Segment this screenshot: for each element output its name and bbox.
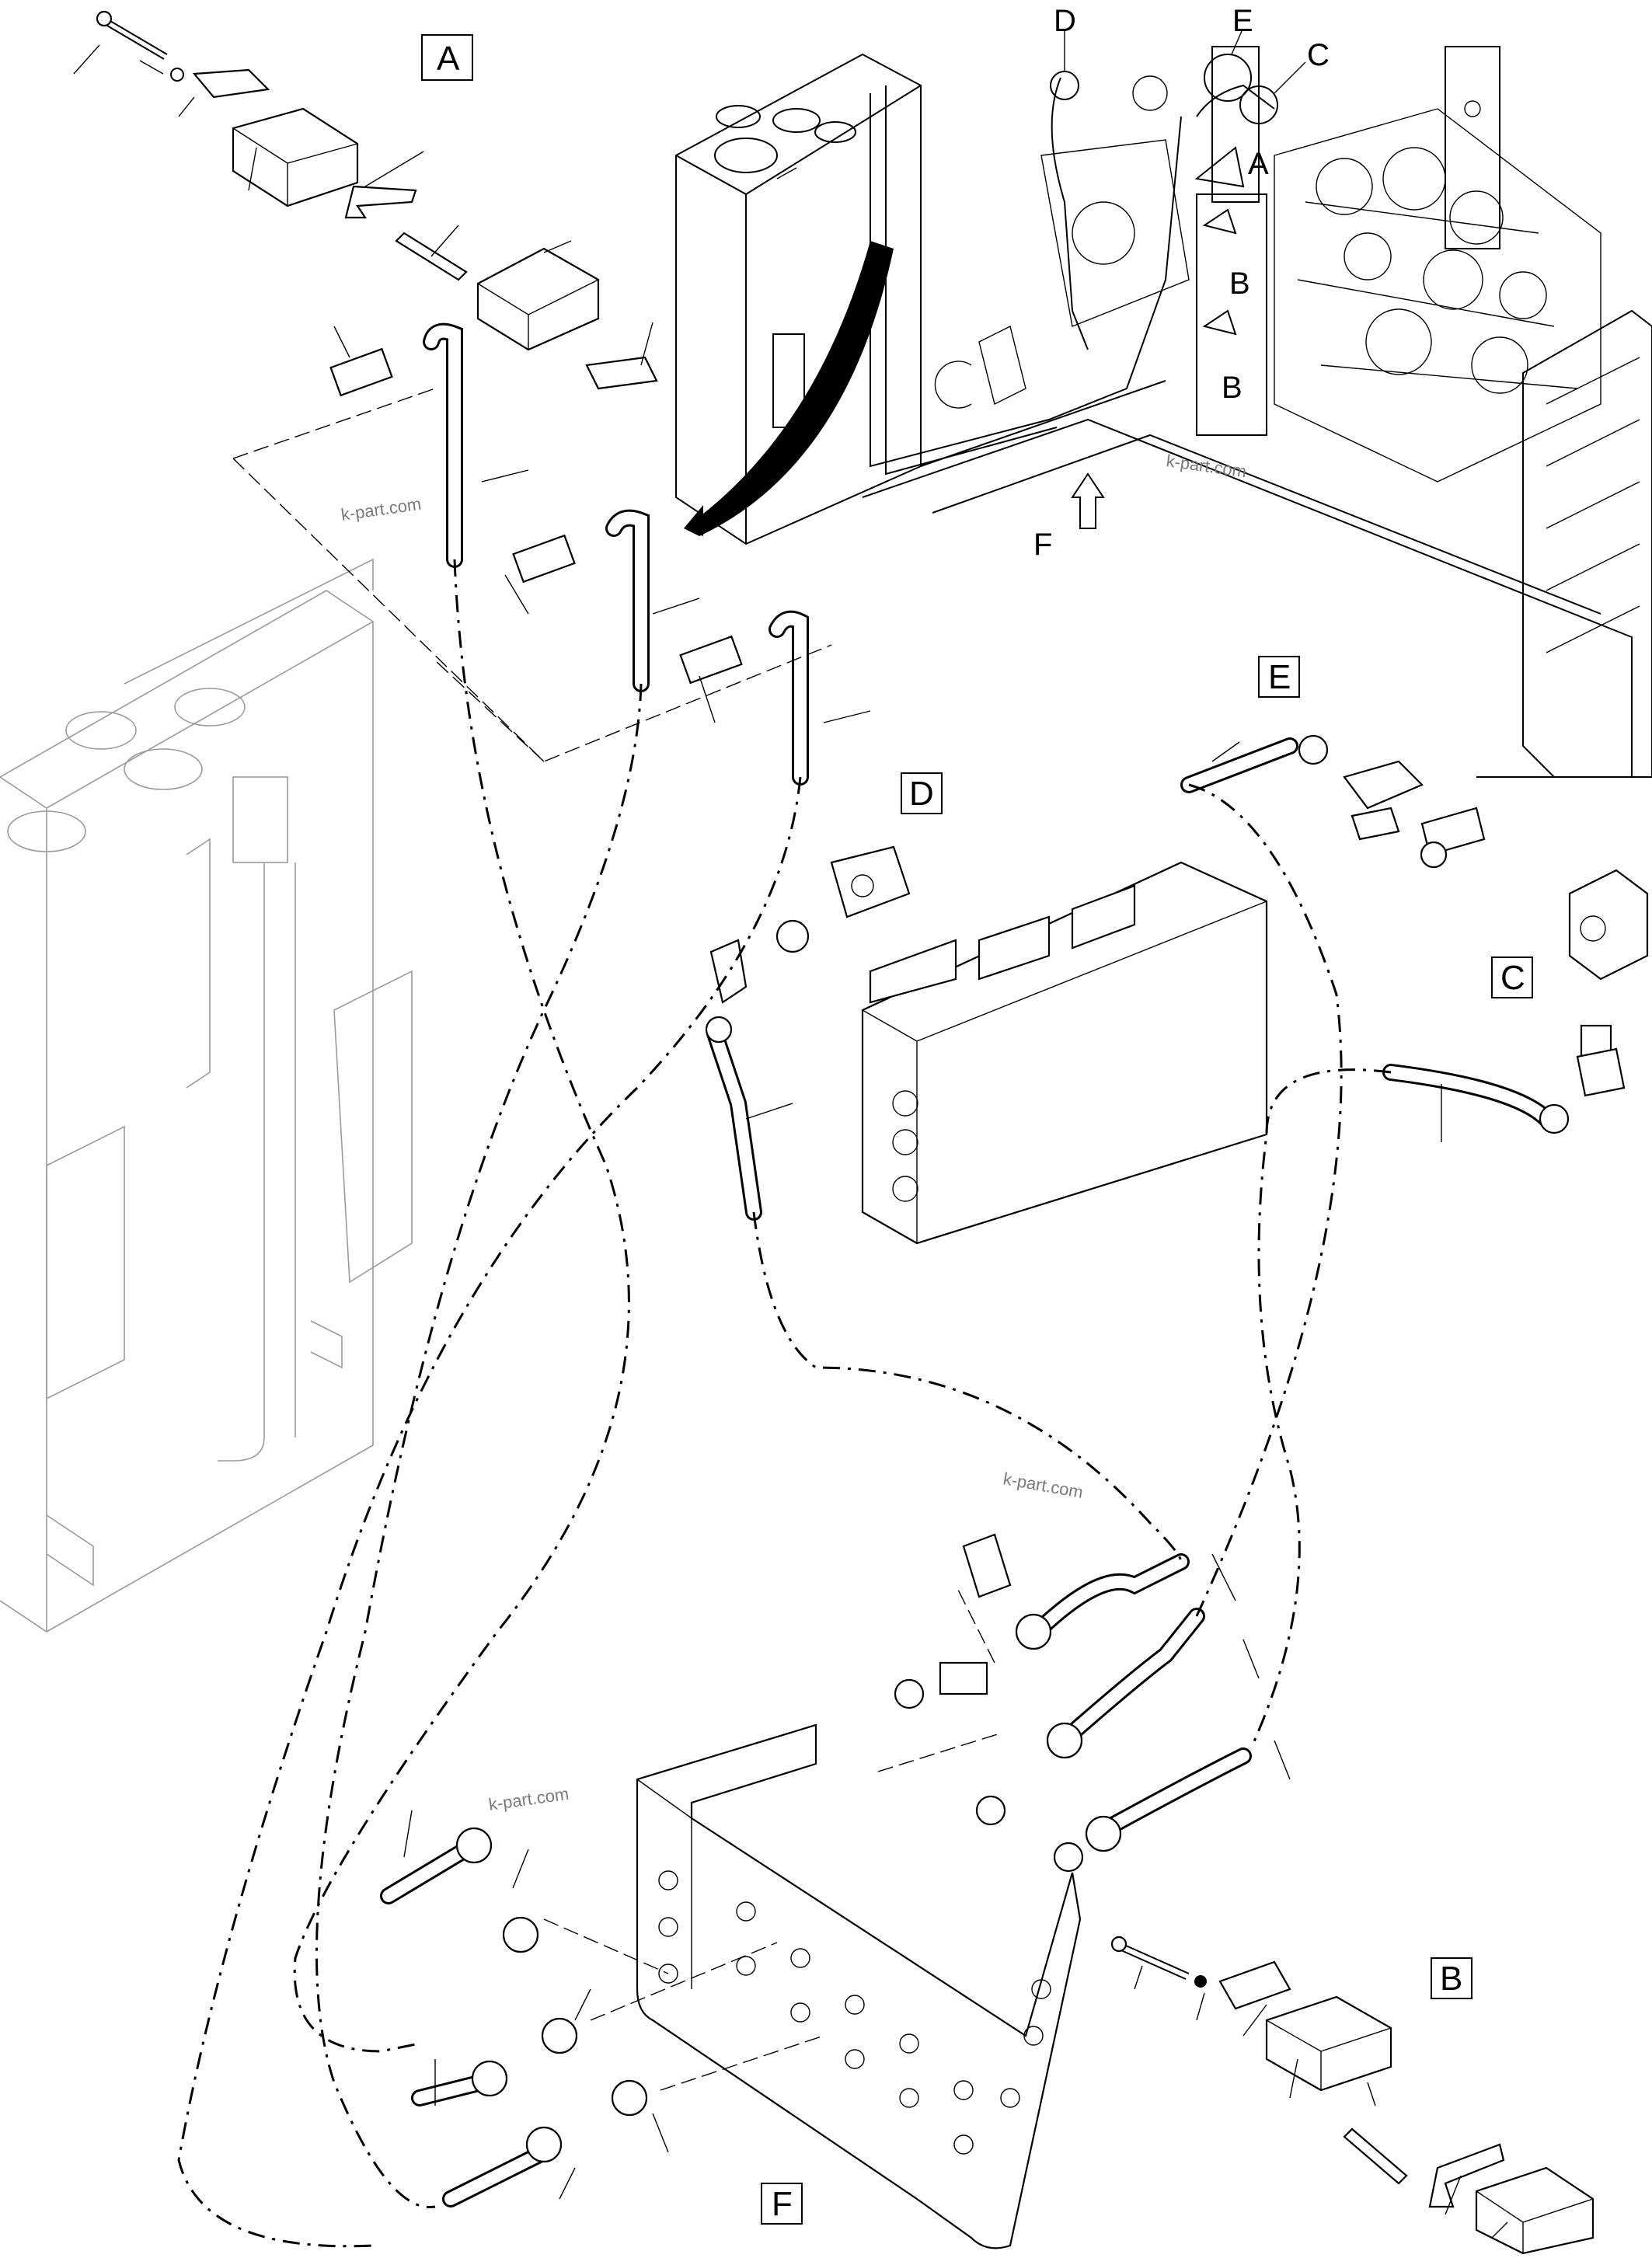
callout-B-lower: B	[1222, 371, 1242, 405]
watermark: k-part.com	[1002, 1469, 1085, 1502]
callout-B-upper: B	[1229, 267, 1250, 301]
routing-paths	[177, 559, 1392, 2248]
box-label-E: E	[1268, 658, 1291, 696]
watermark: k-part.com	[340, 494, 422, 524]
detail-F-bracket	[380, 1533, 1291, 2249]
callout-letters-overview: D E C A B B F	[1033, 4, 1330, 562]
callout-C: C	[1307, 38, 1330, 72]
hoses-to-tank	[232, 322, 871, 786]
detail-C-fittings	[1382, 869, 1649, 1142]
letter-boxes: A E D C B F	[421, 34, 1533, 2225]
box-label-C: C	[1500, 959, 1525, 997]
callout-A: A	[1248, 147, 1269, 181]
bracket-holes	[658, 1870, 1051, 2155]
detail-D-valve-block	[705, 845, 1268, 1245]
callout-F: F	[1033, 528, 1052, 562]
box-label-B: B	[1440, 1960, 1462, 1998]
callout-E: E	[1232, 4, 1253, 38]
hydraulic-tank-left	[0, 558, 413, 1633]
detail-E-fittings	[1180, 734, 1486, 869]
detail-A-clamp	[73, 10, 797, 390]
box-label-A: A	[437, 40, 460, 78]
machine-overview	[675, 30, 1652, 778]
box-label-F: F	[772, 2185, 793, 2223]
watermark: k-part.com	[487, 1784, 570, 1814]
box-label-D: D	[909, 775, 934, 813]
watermark: k-part.com	[1165, 451, 1247, 481]
detail-B-clamp	[1110, 1936, 1594, 2255]
callout-D: D	[1054, 4, 1076, 38]
